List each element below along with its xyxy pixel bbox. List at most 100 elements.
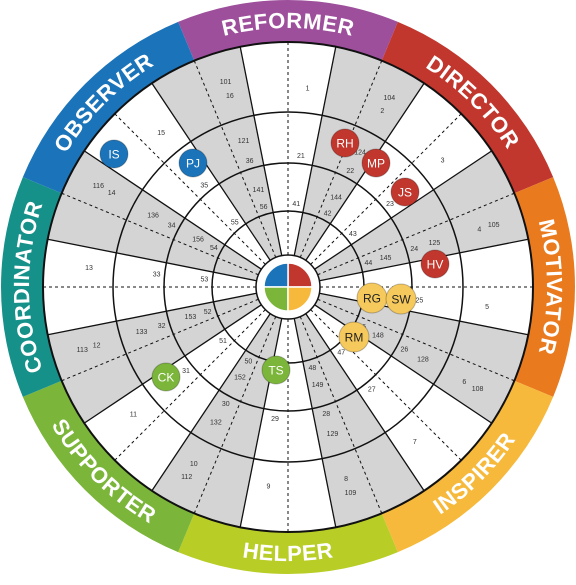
number-label: 24 xyxy=(410,246,418,253)
number-label: 55 xyxy=(231,220,239,227)
number-label: 1 xyxy=(306,85,310,92)
number-label: 121 xyxy=(238,138,250,145)
segment-label-helper: HELPER xyxy=(241,537,334,566)
shaded-wedge xyxy=(294,313,425,528)
marker-label: MP xyxy=(367,157,385,171)
marker-label: JS xyxy=(398,186,412,200)
marker-mp: MP xyxy=(361,148,391,178)
marker-label: TS xyxy=(268,364,283,378)
radial-line xyxy=(83,304,262,424)
number-label: 5 xyxy=(485,304,489,311)
segment-director xyxy=(381,21,554,194)
segment-supporter xyxy=(22,380,195,553)
segment-reformer xyxy=(178,0,398,61)
number-label: 35 xyxy=(200,182,208,189)
marker-circle xyxy=(385,283,417,315)
radial-line xyxy=(239,318,283,528)
number-label: 27 xyxy=(368,387,376,394)
shaded-wedge xyxy=(151,313,282,528)
segment-inspirer xyxy=(381,380,554,553)
number-label: 47 xyxy=(337,349,345,356)
ring-circle xyxy=(163,162,413,412)
number-label: 31 xyxy=(182,368,190,375)
number-label: 124 xyxy=(354,150,366,157)
marker-circle xyxy=(338,321,370,353)
marker-label: RH xyxy=(336,137,353,151)
number-label: 144 xyxy=(330,195,342,202)
center-quadrant xyxy=(287,262,313,288)
number-label: 22 xyxy=(346,168,354,175)
number-label: 10 xyxy=(190,461,198,468)
number-label: 52 xyxy=(204,309,212,316)
ring-circle xyxy=(255,254,321,320)
number-label: 2 xyxy=(380,108,384,115)
number-label: 50 xyxy=(245,359,253,366)
number-label: 141 xyxy=(253,187,265,194)
radial-line xyxy=(47,292,257,336)
shaded-wedge xyxy=(151,46,282,261)
number-label: 104 xyxy=(384,95,396,102)
marker-hv: HV xyxy=(420,249,450,279)
marker-ck: CK xyxy=(151,362,181,392)
marker-label: CK xyxy=(158,371,175,385)
shaded-wedge xyxy=(47,150,262,281)
number-label: 33 xyxy=(153,272,161,279)
radial-line xyxy=(305,313,425,492)
number-label: 11 xyxy=(130,411,137,418)
marker-label: RM xyxy=(345,331,364,345)
number-label: 4 xyxy=(477,226,481,233)
number-label: 54 xyxy=(210,245,218,252)
number-label: 156 xyxy=(192,236,204,243)
number-label: 12 xyxy=(93,343,101,350)
marker-circle xyxy=(178,148,208,178)
number-label: 7 xyxy=(413,439,417,446)
number-label: 145 xyxy=(380,255,392,262)
number-label: 56 xyxy=(260,204,268,211)
number-label: 23 xyxy=(386,201,394,208)
number-label: 44 xyxy=(364,260,372,267)
marker-rg: RG xyxy=(356,282,388,314)
number-label: 136 xyxy=(147,212,159,219)
radial-line xyxy=(239,46,283,256)
number-label: 51 xyxy=(219,338,227,345)
radial-line xyxy=(293,46,337,256)
center-quadrant xyxy=(263,286,289,312)
marker-circle xyxy=(420,249,450,279)
ring-circle xyxy=(42,41,534,533)
number-label: 132 xyxy=(210,419,222,426)
number-label: 25 xyxy=(415,297,423,304)
radial-line xyxy=(47,238,257,282)
segment-coordinator xyxy=(1,177,62,397)
radial-line xyxy=(83,150,262,270)
number-label: 112 xyxy=(181,474,192,481)
number-label: 41 xyxy=(292,201,300,208)
number-label: 26 xyxy=(401,347,409,354)
marker-rm: RM xyxy=(338,321,370,353)
radial-line xyxy=(151,82,271,261)
number-label: 48 xyxy=(308,365,316,372)
number-label: 108 xyxy=(472,386,484,393)
number-label: 148 xyxy=(372,333,384,340)
marker-circle xyxy=(151,362,181,392)
shaded-wedge xyxy=(294,46,425,261)
number-label: 9 xyxy=(266,484,270,491)
number-label: 105 xyxy=(488,222,500,229)
number-label: 153 xyxy=(185,314,197,321)
center-pie xyxy=(263,262,313,312)
shaded-wedge xyxy=(314,293,529,424)
shaded-wedge xyxy=(314,150,529,281)
number-label: 149 xyxy=(312,382,324,389)
number-label: 36 xyxy=(246,158,254,165)
center-quadrant xyxy=(263,262,289,288)
segment-helper xyxy=(178,513,398,574)
number-label: 8 xyxy=(344,476,348,483)
number-label: 14 xyxy=(108,190,116,197)
number-label: 21 xyxy=(297,153,305,160)
marker-label: PJ xyxy=(186,157,200,171)
marker-circle xyxy=(390,177,420,207)
number-label: 152 xyxy=(234,374,246,381)
